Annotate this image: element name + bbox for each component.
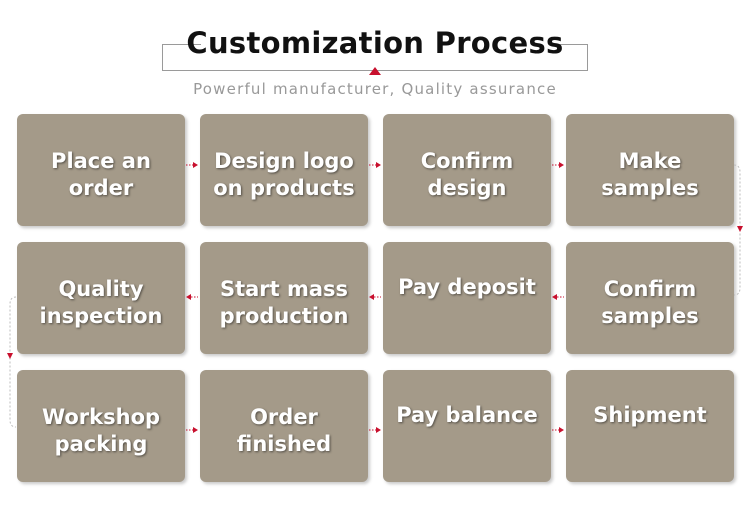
step-quality-inspection: Quality inspection <box>17 242 185 354</box>
connector-left <box>7 296 16 428</box>
step-confirm-design: Confirm design <box>383 114 551 226</box>
arrow-left-icon <box>369 294 381 300</box>
connector-right <box>734 164 743 296</box>
step-start-mass-production: Start mass production <box>200 242 368 354</box>
step-make-samples: Make samples <box>566 114 734 226</box>
arrow-right-icon <box>369 162 381 168</box>
step-design-logo: Design logo on products <box>200 114 368 226</box>
arrow-left-icon <box>552 294 564 300</box>
arrow-right-icon <box>552 162 564 168</box>
step-pay-balance: Pay balance <box>383 370 551 482</box>
step-place-order: Place an order <box>17 114 185 226</box>
step-pay-deposit: Pay deposit <box>383 242 551 354</box>
page-title: Customization Process <box>186 26 564 60</box>
step-workshop-packing: Workshop packing <box>17 370 185 482</box>
step-shipment: Shipment <box>566 370 734 482</box>
arrow-down-icon <box>737 226 743 232</box>
page-subtitle: Powerful manufacturer, Quality assurance <box>193 80 557 98</box>
arrow-left-icon <box>186 294 198 300</box>
step-confirm-samples: Confirm samples <box>566 242 734 354</box>
arrow-right-icon <box>186 162 198 168</box>
arrow-down-icon <box>7 353 13 359</box>
arrow-right-icon <box>552 427 564 433</box>
step-order-finished: Order finished <box>200 370 368 482</box>
arrow-right-icon <box>369 427 381 433</box>
title-marker-icon <box>369 67 381 75</box>
arrow-right-icon <box>186 427 198 433</box>
